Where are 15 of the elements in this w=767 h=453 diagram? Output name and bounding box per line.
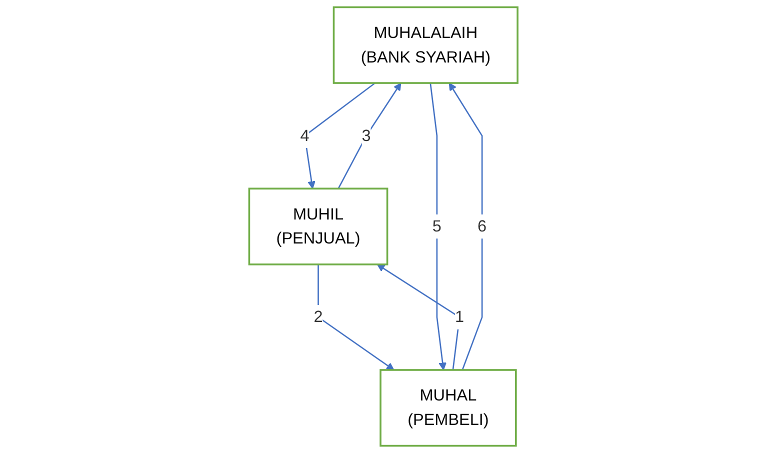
edge-label: 2: [314, 308, 323, 326]
node-box: MUHIL (PENJUAL): [248, 188, 388, 266]
arrow: [318, 264, 394, 370]
edge-label: 4: [300, 126, 310, 144]
node-box: MUHAL (PEMBELI): [380, 369, 517, 447]
arrow: [377, 264, 460, 370]
arrow: [338, 82, 402, 189]
arrow: [430, 82, 447, 370]
edge-label: 5: [432, 217, 442, 236]
edge-label: 6: [478, 217, 487, 236]
arrow: [448, 82, 483, 370]
arrow: [304, 82, 376, 189]
edge-label: 1: [455, 308, 464, 326]
edge-label: 3: [362, 126, 371, 144]
node-box: MUHALALAIH (BANK SYARIAH): [332, 6, 519, 84]
